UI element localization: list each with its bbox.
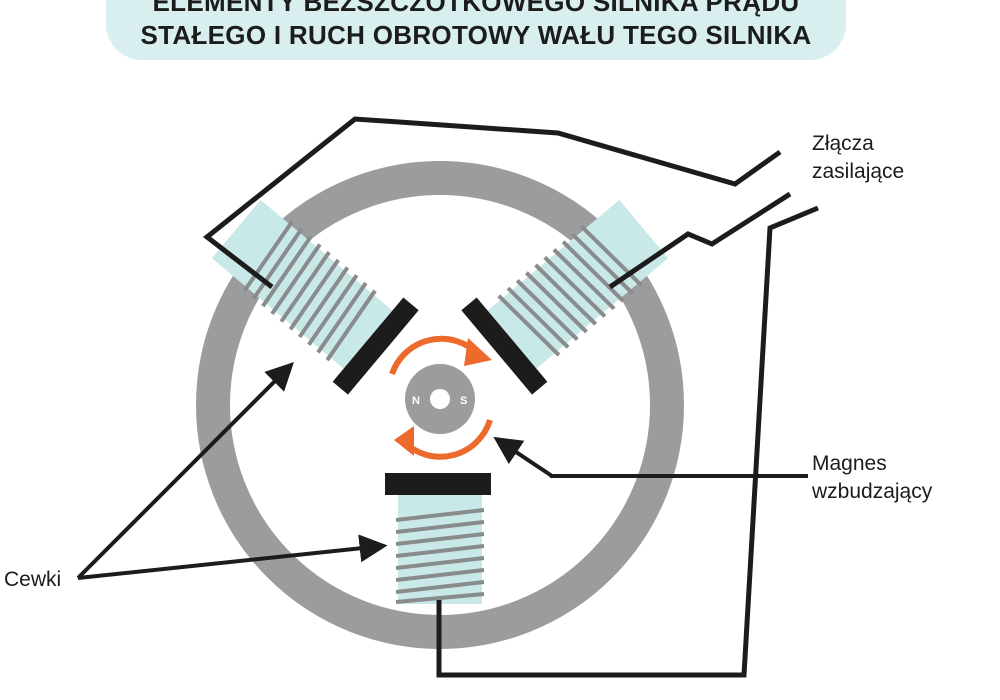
rotation-arrowhead-lower — [394, 426, 414, 456]
coil-upper-left — [461, 199, 669, 395]
rotation-arrow-lower — [401, 419, 493, 460]
magnet-arrow-tip — [493, 436, 554, 478]
label-power-connectors: Złącza zasilające — [812, 130, 904, 186]
label-power-line-2: zasilające — [812, 160, 905, 183]
label-power-line-1: Złącza — [812, 132, 874, 155]
title-banner: ELEMENTY BEZSZCZOTKOWEGO SILNIKA PRĄDU S… — [106, 0, 846, 60]
pole-shoe — [385, 473, 491, 495]
rotor-magnet: N S — [405, 364, 475, 434]
wire-upper-right-coil — [608, 191, 792, 290]
rotation-arrowhead-upper — [464, 338, 492, 366]
title-line-2: STAŁEGO I RUCH OBROTOWY WAŁU TEGO SILNIK… — [140, 20, 812, 50]
label-magnet-line-2: wzbudzający — [812, 480, 933, 503]
coil-bottom — [385, 473, 491, 604]
coil-winding — [395, 508, 485, 604]
wire-upper-left-coil — [202, 116, 782, 289]
label-excitation-magnet: Magnes wzbudzający — [812, 450, 932, 506]
pole-shoe — [332, 297, 419, 395]
pole-shoe — [461, 297, 548, 395]
wire-bottom-coil — [436, 205, 819, 678]
coil-winding — [497, 224, 644, 357]
pole-north-label: N — [412, 395, 420, 407]
coils-arrow-lower — [77, 534, 388, 580]
title-line-1: ELEMENTY BEZSZCZOTKOWEGO SILNIKA PRĄDU — [152, 0, 800, 17]
power-wires — [202, 116, 819, 678]
coils-arrow-upper — [76, 362, 294, 580]
coil-upper-right — [211, 199, 419, 395]
label-coils: Cewki — [4, 568, 62, 591]
pole-south-label: S — [460, 395, 467, 407]
label-magnet-line-1: Magnes — [812, 452, 887, 475]
coil-winding — [242, 220, 377, 362]
callout-arrows — [76, 362, 808, 580]
